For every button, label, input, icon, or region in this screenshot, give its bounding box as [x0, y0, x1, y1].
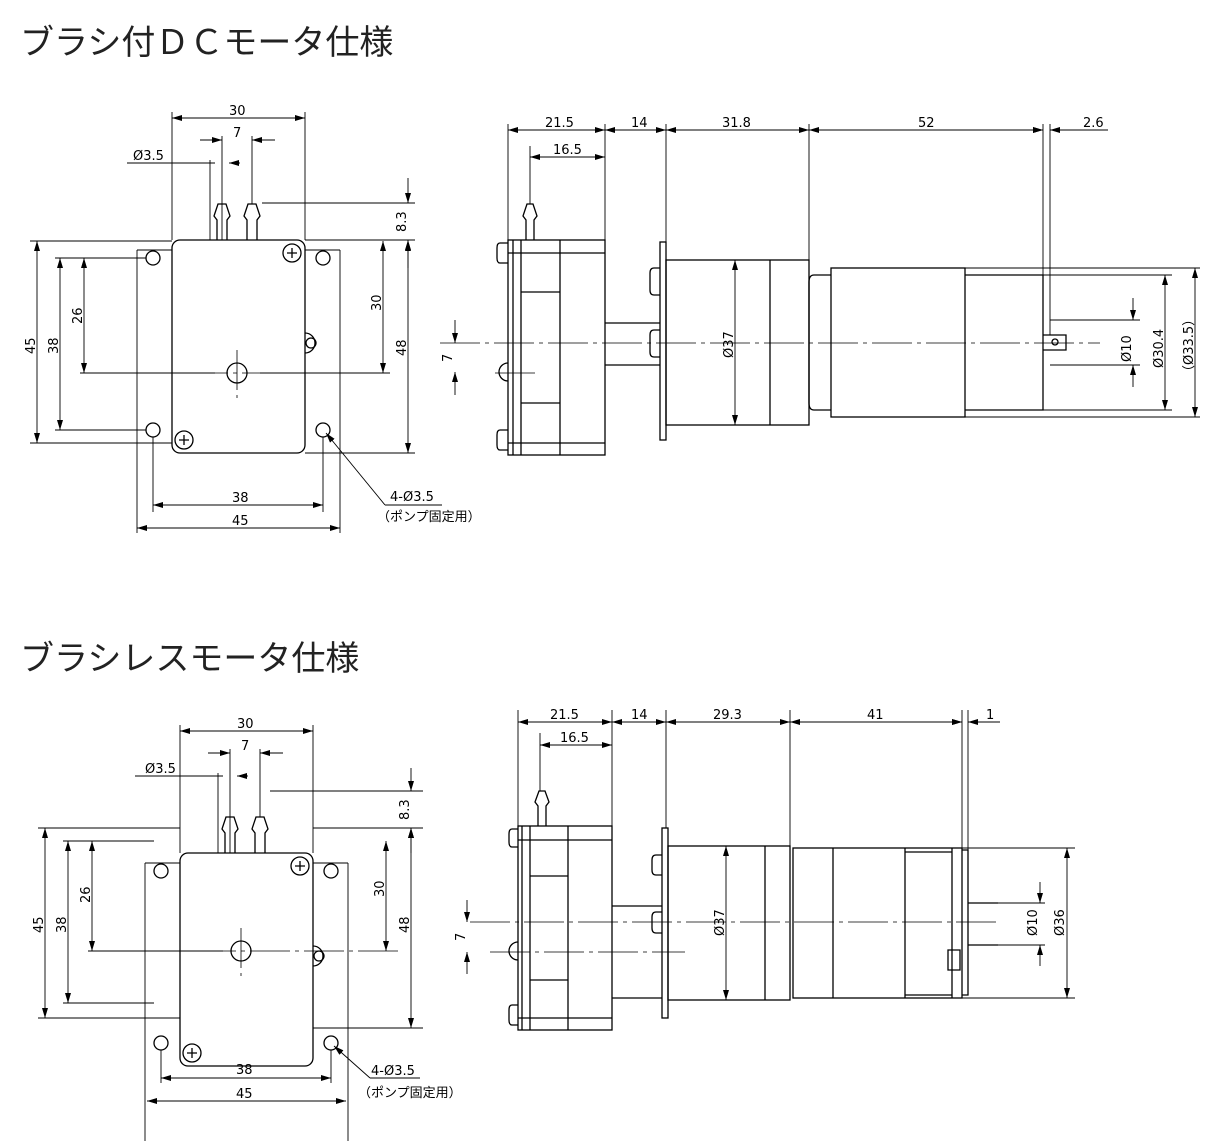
dim-offset: 7	[454, 933, 469, 941]
dim-hole-pitch-h: 38	[236, 1063, 253, 1078]
dim-plate-height: 45	[24, 337, 39, 354]
dim-port-height: 8.3	[398, 799, 413, 820]
dim-center-height: 30	[370, 294, 385, 311]
motor-rear	[965, 274, 1044, 411]
section-title-brushless: ブラシレスモータ仕様	[20, 639, 359, 679]
hole-note-sub: （ポンプ固定用）	[358, 1086, 462, 1101]
dim-gearbox-len: 31.8	[722, 116, 751, 131]
shaft	[605, 322, 660, 366]
front-view-brushless: 30 7 Ø3.5 8.3 30 48 45 38 26 38 45 4-Ø3.…	[32, 717, 462, 1141]
dim-hole-pitch-v: 38	[55, 916, 70, 933]
dim-boss-dia: Ø10	[1026, 909, 1041, 936]
dim-boss-dia: Ø10	[1120, 335, 1135, 362]
mount-holes	[145, 250, 331, 438]
dim-center-height: 30	[373, 880, 388, 897]
hole-note: 4-Ø3.5	[390, 490, 434, 505]
dim-body-height: 48	[395, 339, 410, 356]
screw-icon	[174, 243, 317, 450]
dim-offset: 7	[441, 354, 456, 362]
dim-plate-width: 45	[232, 514, 249, 529]
dim-motor-dia-ref: （Ø33.5）	[1182, 313, 1197, 378]
terminal	[1043, 334, 1067, 351]
dim-gearbox-len: 29.3	[713, 708, 742, 723]
dim-port-offset: 16.5	[553, 143, 582, 158]
section-title-brushed: ブラシ付ＤＣモータ仕様	[20, 23, 393, 63]
dim-gap: 14	[631, 116, 648, 131]
dim-pump-depth: 21.5	[550, 708, 579, 723]
dim-center-from-hole: 26	[71, 307, 86, 324]
front-view-brushed: 30 7 Ø3.5 8.3 30 48 45 38 26 38 45 4-Ø3.…	[24, 104, 481, 533]
mount-plate	[136, 249, 341, 533]
dim-end-len: 1	[986, 708, 994, 723]
dim-motor-len: 52	[918, 116, 935, 131]
dim-motor-len: 41	[867, 708, 884, 723]
dim-hole-pitch-h: 38	[232, 491, 249, 506]
pump-body	[171, 239, 306, 454]
hole-note-sub: （ポンプ固定用）	[377, 510, 481, 525]
dim-terminal-len: 2.6	[1083, 116, 1104, 131]
motor	[830, 267, 966, 418]
motor	[792, 847, 963, 999]
dim-port-offset: 16.5	[560, 731, 589, 746]
gearbox	[665, 259, 810, 426]
dim-body-height: 48	[398, 916, 413, 933]
ports	[213, 203, 261, 240]
dim-gearbox-dia: Ø37	[722, 331, 737, 358]
side-view-brushed: 21.5 14 31.8 52 2.6 16.5 Ø37 7 Ø10 Ø30.4…	[440, 116, 1200, 456]
dim-motor-dia: Ø36	[1053, 909, 1068, 936]
dim-center-from-hole: 26	[79, 886, 94, 903]
dim-pump-depth: 21.5	[545, 116, 574, 131]
dim-port-pitch: 7	[241, 739, 249, 754]
dim-motor-dia: Ø30.4	[1152, 329, 1167, 368]
dim-width: 30	[237, 717, 254, 732]
flange	[659, 241, 667, 441]
pump-side	[496, 203, 606, 456]
dim-port-dia: Ø3.5	[133, 149, 164, 164]
dim-port-height: 8.3	[395, 211, 410, 232]
motor-cap	[808, 274, 831, 411]
dim-port-dia: Ø3.5	[145, 762, 176, 777]
side-view-brushless: 21.5 14 29.3 41 1 16.5 Ø37 7 Ø10 Ø36	[454, 708, 1075, 1031]
dim-width: 30	[229, 104, 246, 119]
gearbox	[667, 845, 791, 1001]
dim-gearbox-dia: Ø37	[713, 909, 728, 936]
hole-note: 4-Ø3.5	[371, 1064, 415, 1079]
dim-port-pitch: 7	[233, 126, 241, 141]
dim-plate-height: 45	[32, 916, 47, 933]
dim-hole-pitch-v: 38	[47, 337, 62, 354]
dim-gap: 14	[631, 708, 648, 723]
screw-icon	[182, 856, 325, 1063]
dim-plate-width: 45	[236, 1087, 253, 1102]
